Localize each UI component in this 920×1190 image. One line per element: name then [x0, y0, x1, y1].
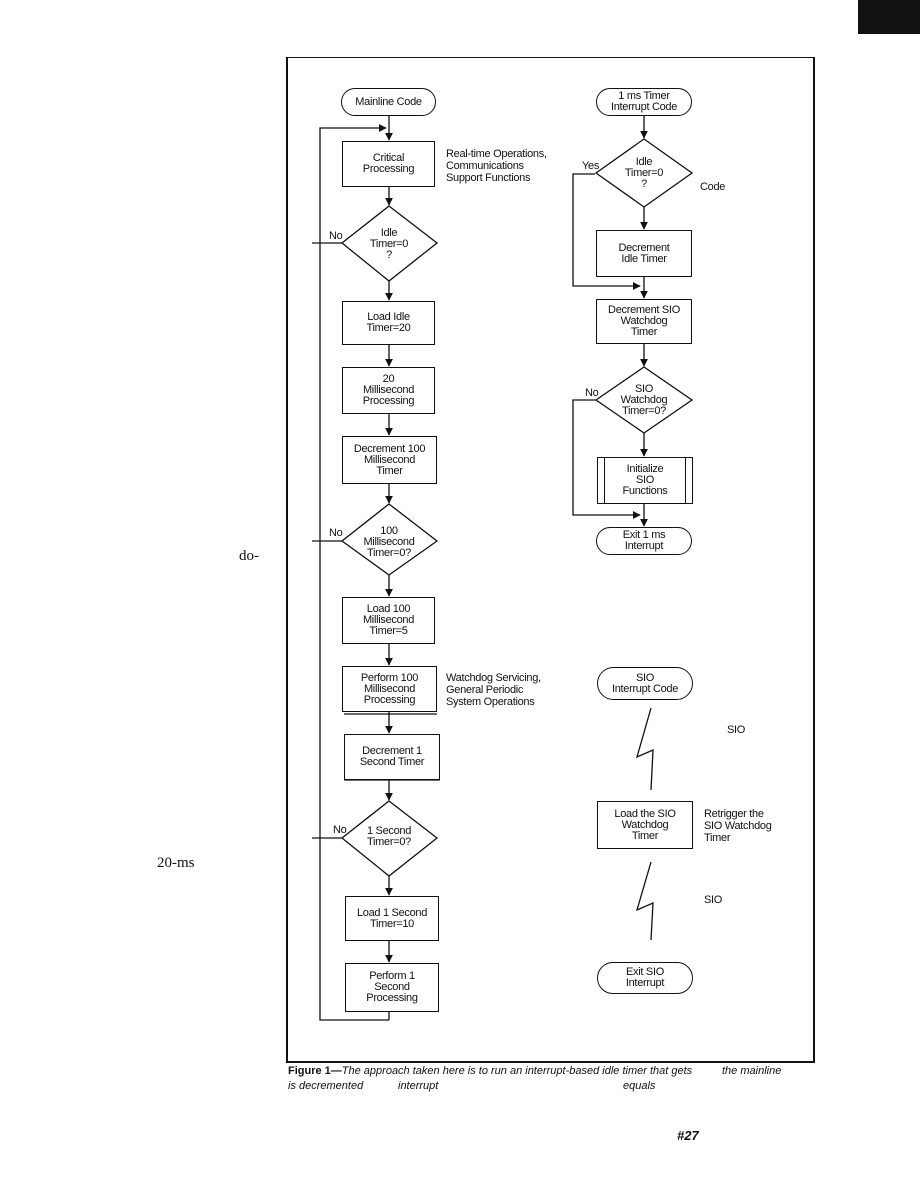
sio-fragment-1: SIO [727, 724, 746, 736]
initialize-sio-label: Initialize SIO Functions [604, 458, 686, 503]
1ms-timer-interrupt-terminal: 1 ms Timer Interrupt Code [596, 88, 692, 116]
yes-label: Yes [582, 160, 600, 172]
retrigger-note: Retrigger the SIO Watchdog Timer [704, 808, 772, 844]
perform-100ms-processing-box: Perform 100 Millisecond Processing [342, 666, 437, 712]
decrement-100ms-timer-box: Decrement 100 Millisecond Timer [342, 436, 437, 484]
20ms-processing-box: 20 Millisecond Processing [342, 367, 435, 414]
load-idle-timer-box: Load Idle Timer=20 [342, 301, 435, 345]
no-label-3: No [333, 824, 347, 836]
load-1s-timer-box: Load 1 Second Timer=10 [345, 896, 439, 941]
critical-processing-box: Critical Processing [342, 141, 435, 187]
no-label-right: No [585, 387, 599, 399]
no-label-2: No [329, 527, 343, 539]
figure-frame [286, 57, 815, 1063]
idle-timer-decision: Idle Timer=0 ? [369, 226, 409, 261]
decrement-1s-timer-box: Decrement 1 Second Timer [344, 734, 440, 780]
caption-line2b: interrupt [398, 1080, 439, 1092]
margin-text-1: do- [239, 548, 259, 564]
caption-line1: The approach taken here is to run an int… [341, 1065, 693, 1077]
decrement-idle-timer-box: Decrement Idle Timer [596, 230, 692, 277]
margin-text-2: 20-ms [157, 855, 195, 871]
load-sio-watchdog-box: Load the SIO Watchdog Timer [597, 801, 693, 849]
sio-fragment-2: SIO [704, 894, 723, 906]
critical-processing-note: Real-time Operations, Communications Sup… [446, 148, 547, 184]
watchdog-servicing-note: Watchdog Servicing, General Periodic Sys… [446, 672, 541, 708]
mainline-code-terminal: Mainline Code [341, 88, 436, 116]
decrement-sio-watchdog-box: Decrement SIO Watchdog Timer [596, 299, 692, 344]
exit-1ms-interrupt-terminal: Exit 1 ms Interrupt [596, 527, 692, 555]
caption-line2a: is decremented [288, 1080, 364, 1092]
idle-timer-decision-right: Idle Timer=0 ? [624, 155, 664, 190]
initialize-sio-subroutine: Initialize SIO Functions [597, 457, 693, 504]
exit-sio-interrupt-terminal: Exit SIO Interrupt [597, 962, 693, 994]
sio-watchdog-decision: SIO Watchdog Timer=0? [620, 382, 668, 417]
no-label-1: No [329, 230, 343, 242]
perform-1s-processing-box: Perform 1 Second Processing [345, 963, 439, 1012]
1s-timer-decision: 1 Second Timer=0? [366, 825, 412, 848]
caption-label: Figure 1— [288, 1065, 342, 1077]
figure-caption: Figure 1—The approach taken here is to r… [288, 1064, 818, 1094]
code-fragment: Code [700, 181, 726, 193]
page-corner-mark [858, 0, 920, 34]
caption-line1-end: the mainline [722, 1065, 782, 1077]
caption-line2c: equals [623, 1080, 656, 1092]
page-number: #27 [677, 1128, 699, 1143]
load-100ms-timer-box: Load 100 Millisecond Timer=5 [342, 597, 435, 644]
100ms-timer-decision: 100 Millisecond Timer=0? [363, 524, 415, 559]
sio-interrupt-terminal: SIO Interrupt Code [597, 667, 693, 700]
